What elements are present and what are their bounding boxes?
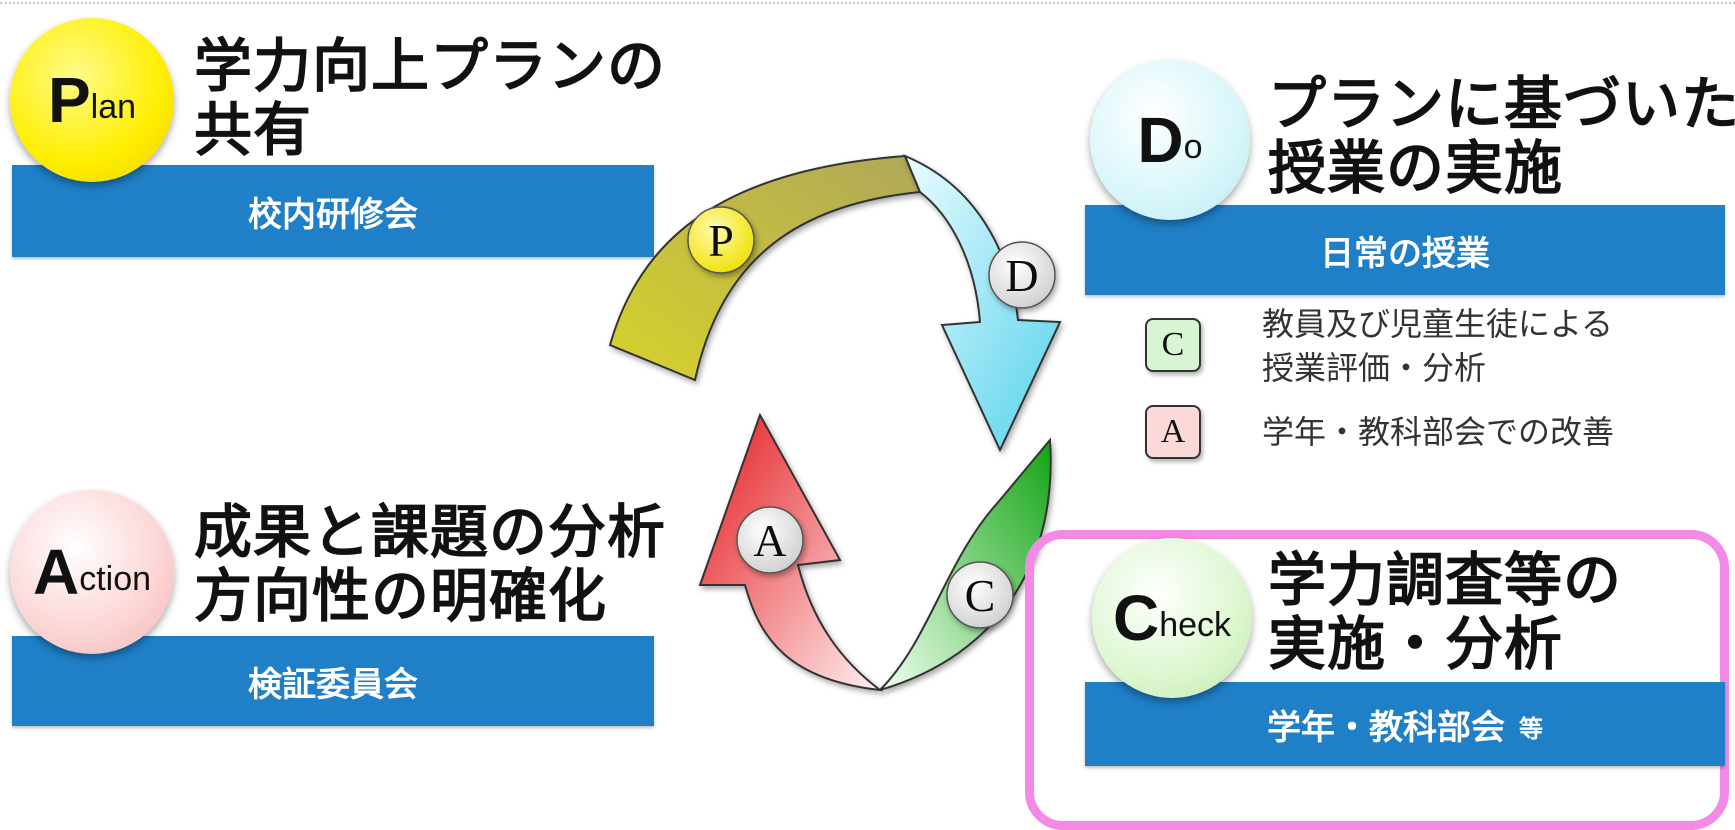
do-heading: プランに基づいた 授業の実施 bbox=[1268, 70, 1735, 202]
pdca-cycle-diagram: P D C A bbox=[608, 154, 1062, 692]
cycle-ball-a: A bbox=[736, 506, 804, 574]
do-arrow bbox=[903, 154, 1062, 453]
top-dotted-border bbox=[0, 2, 1735, 4]
check-circle-rest: heck bbox=[1159, 606, 1232, 644]
check-circle: C heck bbox=[1092, 538, 1252, 698]
plan-circle: P lan bbox=[10, 18, 174, 182]
do-bar-label: 日常の授業 bbox=[1320, 233, 1490, 274]
cycle-label-d: D bbox=[1005, 250, 1038, 301]
plan-circle-initial: P bbox=[47, 64, 91, 136]
plan-bar: 校内研修会 bbox=[12, 165, 654, 257]
legend-c-letter: C bbox=[1161, 326, 1185, 363]
action-circle-rest: ction bbox=[79, 560, 152, 598]
check-heading: 学力調査等の 実施・分析 bbox=[1268, 546, 1623, 678]
check-circle-initial: C bbox=[1112, 582, 1160, 654]
action-bar: 検証委員会 bbox=[12, 636, 654, 726]
check-bar-suffix: 等 bbox=[1519, 715, 1543, 743]
cycle-ball-d: D bbox=[988, 241, 1056, 309]
do-circle-rest: o bbox=[1183, 128, 1203, 166]
plan-arrow bbox=[608, 154, 922, 382]
legend-a-box: A bbox=[1145, 405, 1201, 459]
cycle-label-p: P bbox=[708, 215, 734, 266]
plan-circle-rest: lan bbox=[90, 88, 137, 126]
cycle-ball-c: C bbox=[946, 561, 1014, 629]
check-bar: 学年・教科部会 等 bbox=[1085, 682, 1725, 766]
legend-c-box: C bbox=[1145, 318, 1201, 372]
plan-heading: 学力向上プランの 共有 bbox=[194, 32, 667, 164]
plan-bar-label: 校内研修会 bbox=[248, 194, 418, 235]
action-circle-initial: A bbox=[32, 536, 80, 608]
action-circle: A ction bbox=[10, 490, 174, 654]
do-bar: 日常の授業 bbox=[1085, 205, 1725, 295]
legend-a-text: 学年・教科部会での改善 bbox=[1262, 413, 1615, 451]
cycle-label-c: C bbox=[965, 570, 996, 621]
cycle-ball-p: P bbox=[687, 206, 755, 274]
check-bar-label: 学年・教科部会 bbox=[1267, 707, 1505, 748]
action-heading: 成果と課題の分析 方向性の明確化 bbox=[194, 498, 667, 630]
do-circle: D o bbox=[1090, 60, 1250, 220]
cycle-label-a: A bbox=[753, 515, 786, 566]
do-circle-initial: D bbox=[1137, 104, 1184, 176]
legend-c-text: 教員及び児童生徒による 授業評価・分析 bbox=[1262, 305, 1614, 387]
action-bar-label: 検証委員会 bbox=[248, 664, 418, 705]
legend-a-letter: A bbox=[1160, 413, 1186, 450]
